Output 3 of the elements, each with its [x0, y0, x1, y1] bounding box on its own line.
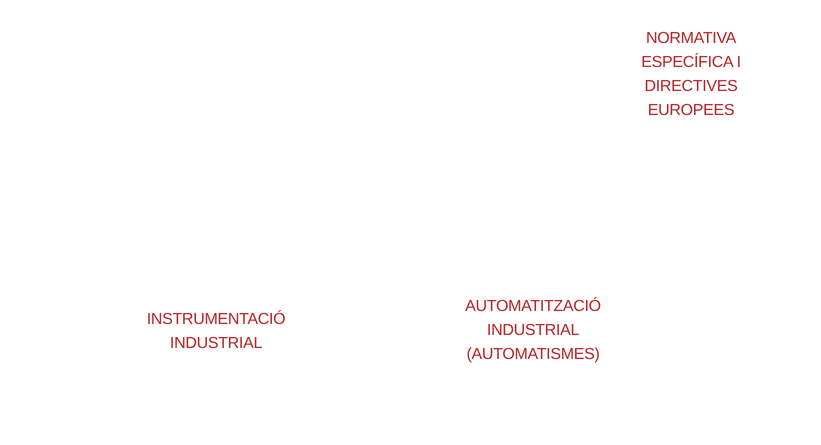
- heading-text: INSTRUMENTACIÓ INDUSTRIAL: [146, 309, 286, 354]
- heading-text: AUTOMATITZACIÓ INDUSTRIAL (AUTOMATISMES): [464, 296, 602, 365]
- heading-text: NORMATIVA ESPECÍFICA I DIRECTIVES EUROPEES: [640, 29, 742, 121]
